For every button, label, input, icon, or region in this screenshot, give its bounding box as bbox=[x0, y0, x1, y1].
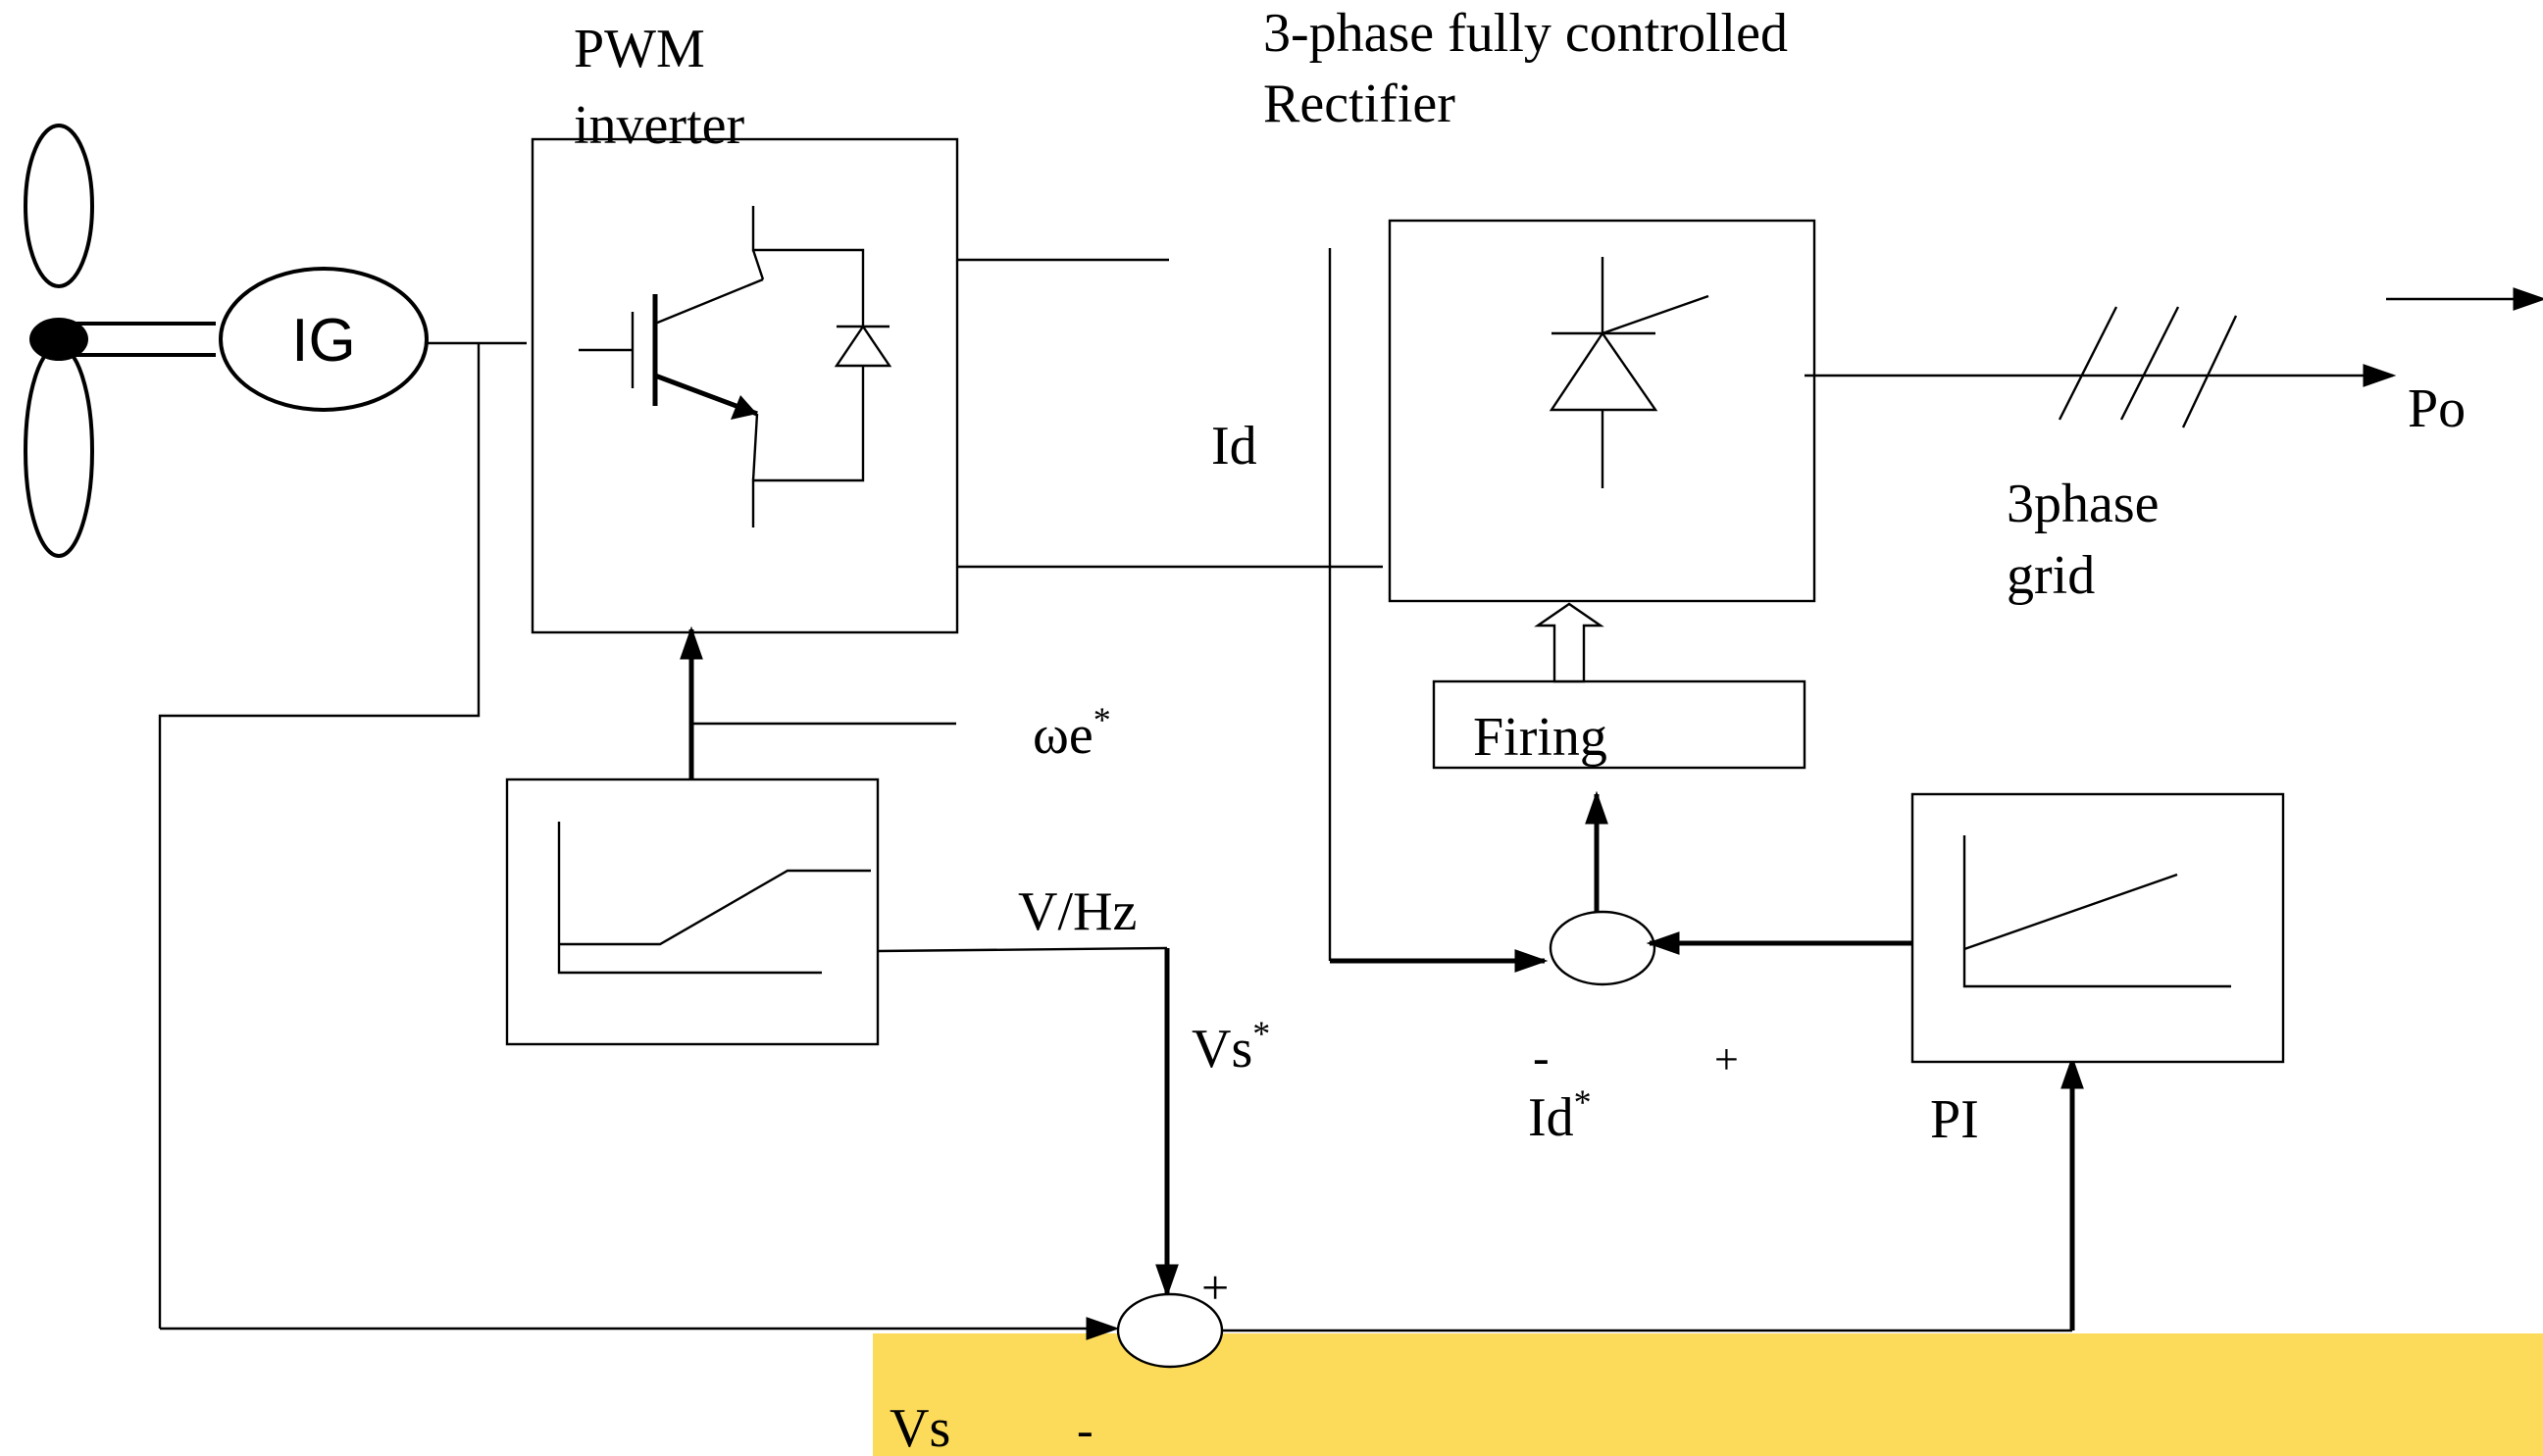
pi-controller-block bbox=[1910, 792, 2285, 1064]
id-summing-junction bbox=[1549, 910, 1656, 986]
firing-block: Firing bbox=[1432, 679, 1806, 770]
pwm-inverter-title-line2: inverter bbox=[574, 95, 744, 156]
rectifier-block bbox=[1388, 219, 1816, 603]
id-ref-label: Id* bbox=[1528, 1082, 1592, 1148]
pwm-inverter-block bbox=[531, 137, 959, 634]
three-phase-slashes bbox=[2058, 306, 2238, 428]
wind-turbine-icon bbox=[24, 124, 216, 558]
igbt-symbol-icon bbox=[579, 206, 892, 527]
grid-label-line1: 3phase bbox=[2007, 474, 2160, 534]
vhz-label: V/Hz bbox=[1018, 881, 1137, 942]
vs-ref-label: Vs* bbox=[1192, 1014, 1270, 1079]
id-label: Id bbox=[1211, 416, 1257, 477]
po-label: Po bbox=[2408, 378, 2466, 439]
plus-vs-label: + bbox=[1201, 1260, 1229, 1315]
pi-label: PI bbox=[1930, 1089, 1979, 1150]
highlight-band bbox=[873, 1333, 2543, 1456]
rectifier-title-line2: Rectifier bbox=[1263, 74, 1455, 134]
rectifier-title-line1: 3-phase fully controlled bbox=[1263, 3, 1788, 64]
thyristor-symbol-icon bbox=[1549, 257, 1709, 488]
omega-e-label: ωe* bbox=[1033, 700, 1111, 766]
plus-id-label: + bbox=[1714, 1035, 1739, 1083]
pwm-inverter-title-line1: PWM bbox=[574, 19, 705, 79]
minus-id-label: - bbox=[1533, 1029, 1550, 1084]
firing-label: Firing bbox=[1473, 707, 1607, 768]
induction-generator: IG bbox=[219, 267, 429, 412]
vhz-block bbox=[505, 778, 880, 1046]
grid-label-line2: grid bbox=[2007, 545, 2095, 606]
minus-vs-label: - bbox=[1077, 1402, 1093, 1456]
generator-label: IG bbox=[291, 307, 355, 375]
vs-label: Vs bbox=[890, 1398, 950, 1456]
firing-hollow-arrow bbox=[1534, 602, 1604, 683]
